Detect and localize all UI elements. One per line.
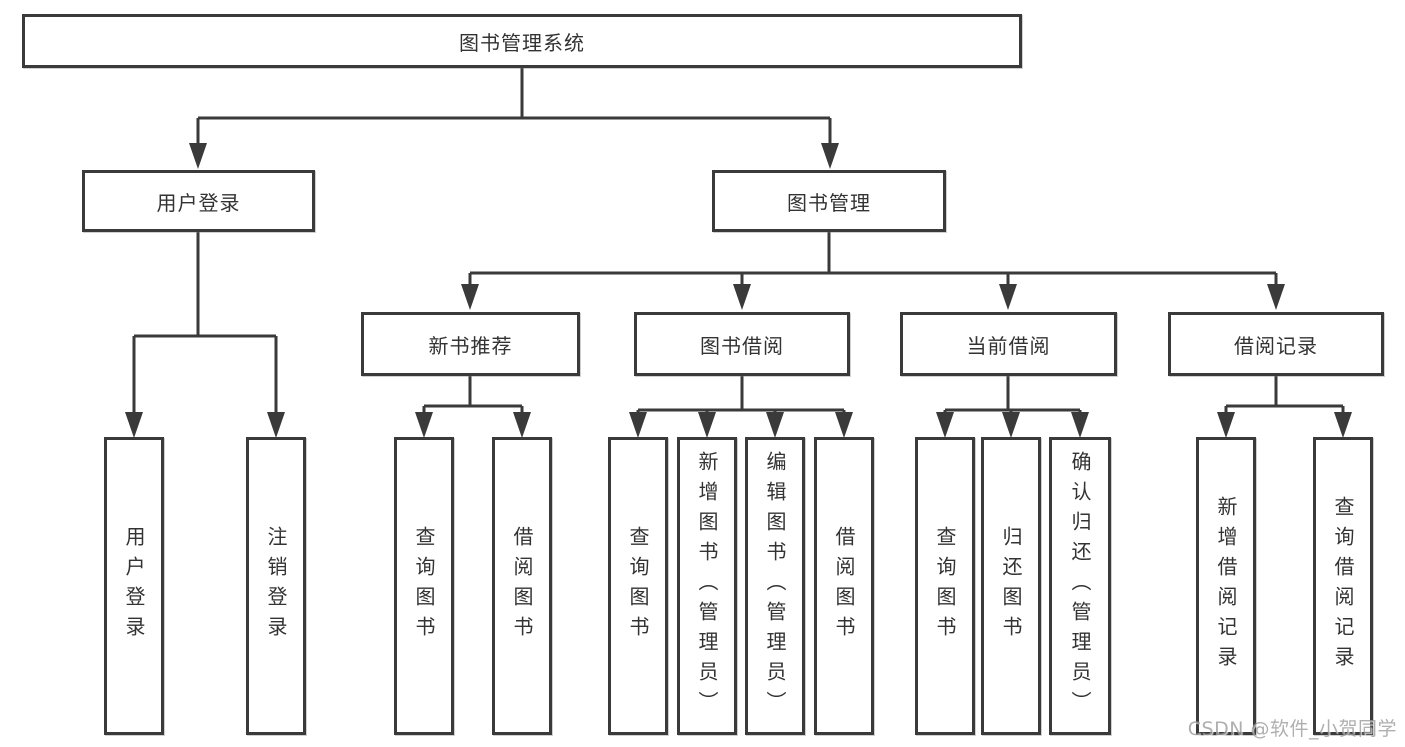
leaf-borrow-books-recommend-label: 借阅图书 [510, 526, 534, 646]
node-borrowing-records: 借阅记录 [1168, 312, 1384, 376]
leaf-edit-book-admin-label: 编辑图书（管理员） [763, 451, 787, 721]
node-book-borrowing: 图书借阅 [634, 312, 850, 376]
node-root: 图书管理系统 [22, 14, 1022, 68]
leaf-logout: 注销登录 [246, 437, 306, 735]
leaf-user-login: 用户登录 [104, 437, 164, 735]
leaf-query-books-recommend: 查询图书 [394, 437, 454, 735]
leaf-query-books-borrow-label: 查询图书 [626, 526, 650, 646]
node-root-label: 图书管理系统 [459, 30, 585, 55]
node-user-login-branch: 用户登录 [82, 170, 315, 232]
leaf-borrow-books-recommend: 借阅图书 [492, 437, 552, 735]
leaf-return-books-label: 归还图书 [999, 526, 1023, 646]
node-new-book-recommend: 新书推荐 [361, 312, 580, 376]
leaf-add-book-admin: 新增图书（管理员） [677, 437, 737, 735]
leaf-confirm-return-admin: 确认归还（管理员） [1049, 437, 1111, 735]
node-book-management-branch: 图书管理 [712, 170, 946, 232]
node-new-book-recommend-label: 新书推荐 [428, 333, 513, 358]
leaf-query-books-recommend-label: 查询图书 [412, 526, 436, 646]
node-borrowing-records-label: 借阅记录 [1234, 333, 1318, 358]
leaf-user-login-label: 用户登录 [122, 526, 146, 646]
node-book-borrowing-label: 图书借阅 [700, 333, 784, 358]
leaf-logout-label: 注销登录 [264, 526, 288, 646]
node-book-management-branch-label: 图书管理 [787, 190, 871, 215]
watermark: CSDN @软件_小贺同学 [1187, 718, 1397, 740]
leaf-query-borrow-record: 查询借阅记录 [1313, 437, 1373, 735]
node-current-borrowing: 当前借阅 [900, 312, 1117, 376]
leaf-add-borrow-record-label: 新增借阅记录 [1214, 496, 1238, 676]
leaf-confirm-return-admin-label: 确认归还（管理员） [1068, 451, 1092, 721]
leaf-query-books-borrow: 查询图书 [608, 437, 668, 735]
leaf-borrow-books: 借阅图书 [814, 437, 874, 735]
leaf-return-books: 归还图书 [981, 437, 1041, 735]
leaf-borrow-books-label: 借阅图书 [832, 526, 856, 646]
node-current-borrowing-label: 当前借阅 [966, 333, 1051, 358]
leaf-edit-book-admin: 编辑图书（管理员） [745, 437, 805, 735]
node-user-login-branch-label: 用户登录 [156, 190, 241, 215]
leaf-add-book-admin-label: 新增图书（管理员） [695, 451, 719, 721]
leaf-query-books-current-label: 查询图书 [933, 526, 957, 646]
leaf-query-books-current: 查询图书 [915, 437, 975, 735]
leaf-query-borrow-record-label: 查询借阅记录 [1331, 496, 1355, 676]
leaf-add-borrow-record: 新增借阅记录 [1196, 437, 1256, 735]
